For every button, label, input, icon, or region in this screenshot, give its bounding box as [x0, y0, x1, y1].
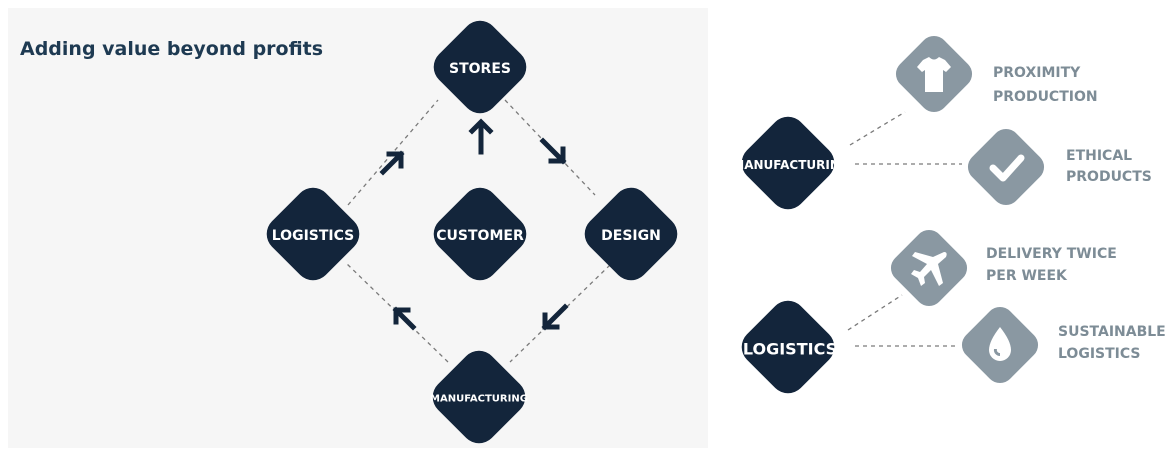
arrow-up-icon — [468, 118, 494, 155]
water-drop-highlight — [993, 349, 1000, 357]
sustainable-line1: SUSTAINABLE — [1058, 324, 1166, 340]
arrow-down-left-icon — [541, 303, 569, 331]
right-connectors — [847, 111, 962, 347]
airplane-icon — [911, 252, 947, 286]
node-logistics-label: LOGISTICS — [272, 228, 354, 244]
page-title: Adding value beyond profits — [20, 38, 324, 60]
proximity-line1: PROXIMITY — [993, 65, 1081, 81]
connector-logistics-stores — [347, 99, 439, 206]
delivery-line1: DELIVERY TWICE — [986, 246, 1117, 262]
node-design-label: DESIGN — [601, 228, 661, 244]
node-design: DESIGN — [584, 187, 678, 281]
icon-node-sustainable — [961, 306, 1039, 384]
arrow-down-right-icon — [539, 137, 567, 165]
group-logistics-label: LOGISTICS — [743, 340, 837, 359]
connector-manufacturing-proximity — [849, 111, 906, 146]
node-stores-label: STORES — [449, 61, 511, 77]
arrow-up-left-icon — [392, 306, 417, 331]
tshirt-icon — [917, 57, 951, 92]
group-manufacturing-node: MANUFACTURING — [732, 116, 850, 210]
sustainable-line2: LOGISTICS — [1058, 346, 1140, 362]
ethical-line1: ETHICAL — [1066, 148, 1132, 164]
node-manufacturing: MANUFACTURING — [430, 350, 528, 444]
delivery-line2: PER WEEK — [986, 268, 1068, 284]
checkmark-icon — [989, 154, 1025, 182]
cycle-arrows — [379, 118, 569, 331]
connector-logistics-delivery — [847, 294, 903, 331]
icon-node-delivery — [890, 229, 968, 307]
node-manufacturing-label: MANUFACTURING — [430, 394, 528, 405]
arrow-up-right-icon — [379, 150, 405, 176]
proximity-line2: PRODUCTION — [993, 89, 1098, 105]
node-logistics: LOGISTICS — [266, 187, 360, 281]
node-customer-label: CUSTOMER — [436, 228, 524, 244]
group-logistics-node: LOGISTICS — [741, 300, 837, 394]
icon-node-ethical — [967, 128, 1045, 206]
node-customer: CUSTOMER — [433, 187, 527, 281]
icon-node-proximity — [895, 35, 973, 113]
ethical-line2: PRODUCTS — [1066, 169, 1152, 185]
node-stores: STORES — [433, 20, 527, 114]
group-manufacturing-label: MANUFACTURING — [732, 158, 849, 172]
